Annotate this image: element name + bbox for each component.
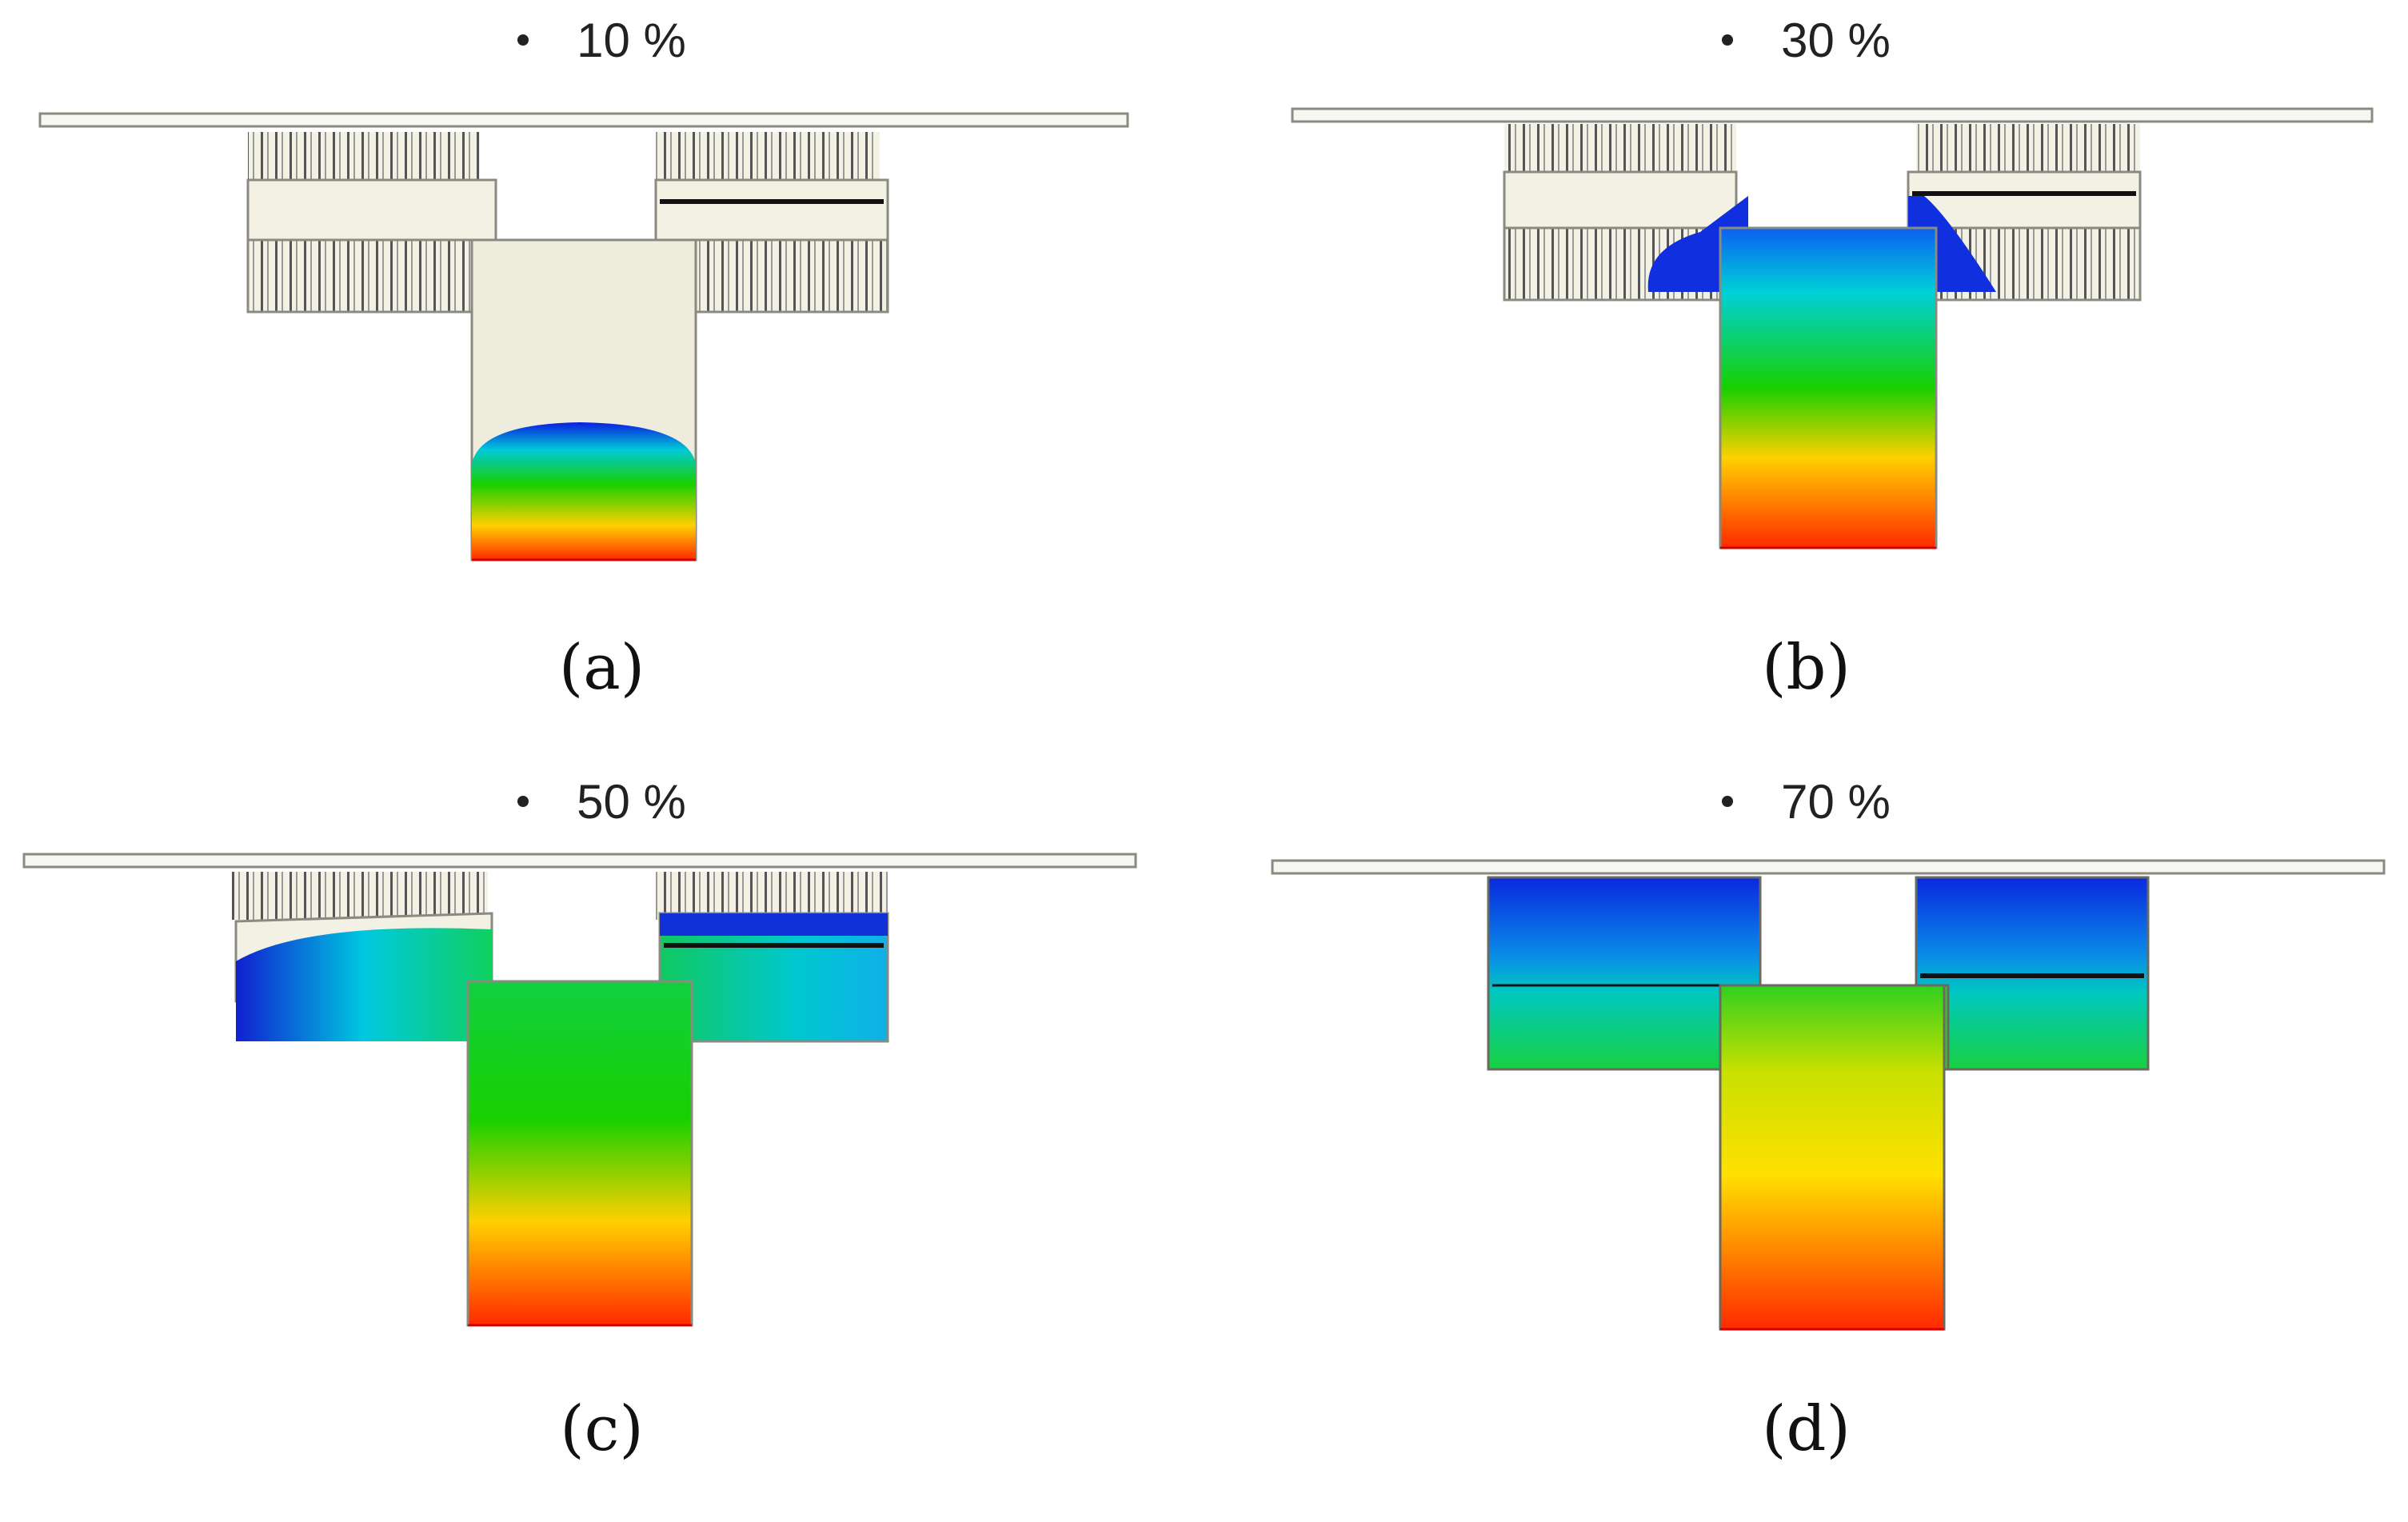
panel-b: 30 % (b) [1204,0,2408,761]
top-plate [1291,107,2374,123]
fill-percent-label: 30 % [1781,13,1891,67]
bullet-icon [517,34,529,46]
fill-percent-label: 50 % [577,774,686,829]
right-ribs [656,872,888,920]
left-block [246,178,497,250]
melt-front [472,422,696,560]
panel-c: 50 % (c) [0,761,1204,1522]
right-ribs [656,132,880,180]
top-plate [38,112,1129,128]
mold-fill-simulation [22,853,1137,1327]
bullet-icon [517,796,529,807]
left-block [1503,170,1738,238]
mold-fill-simulation [1291,107,2374,549]
fill-label-row: 10 % [0,8,1204,72]
bullet-icon [1722,796,1734,807]
left-ribs [1504,124,1736,172]
mold-fill-simulation [38,112,1129,576]
panel-a: 10 % (a) [0,0,1204,761]
melt-region [466,980,693,1327]
right-block [654,178,889,250]
mold-fill-simulation [1271,859,2386,1331]
right-lower-block [670,238,889,314]
top-plate [22,853,1137,869]
gate-label [572,569,574,576]
panel-caption: (c) [560,1393,644,1465]
melt-region [1719,984,1946,1331]
left-ribs [232,872,488,920]
panel-caption: (b) [1762,632,1851,704]
panel-caption: (d) [1762,1393,1851,1465]
melt-region [1719,226,1938,549]
top-plate [1271,859,2386,875]
left-flow-region [1487,876,1762,1071]
fill-label-row: 50 % [0,769,1204,833]
left-flow-region [236,928,492,1041]
left-ribs [248,132,480,180]
right-ribs [1916,124,2140,172]
fill-percent-label: 10 % [577,13,686,67]
panel-d: 70 % (d) [1204,761,2408,1522]
fill-percent-label: 70 % [1781,774,1891,829]
panel-caption: (a) [558,632,645,704]
fill-label-row: 70 % [1204,769,2408,833]
fill-label-row: 30 % [1204,8,2408,72]
bullet-icon [1722,34,1734,46]
